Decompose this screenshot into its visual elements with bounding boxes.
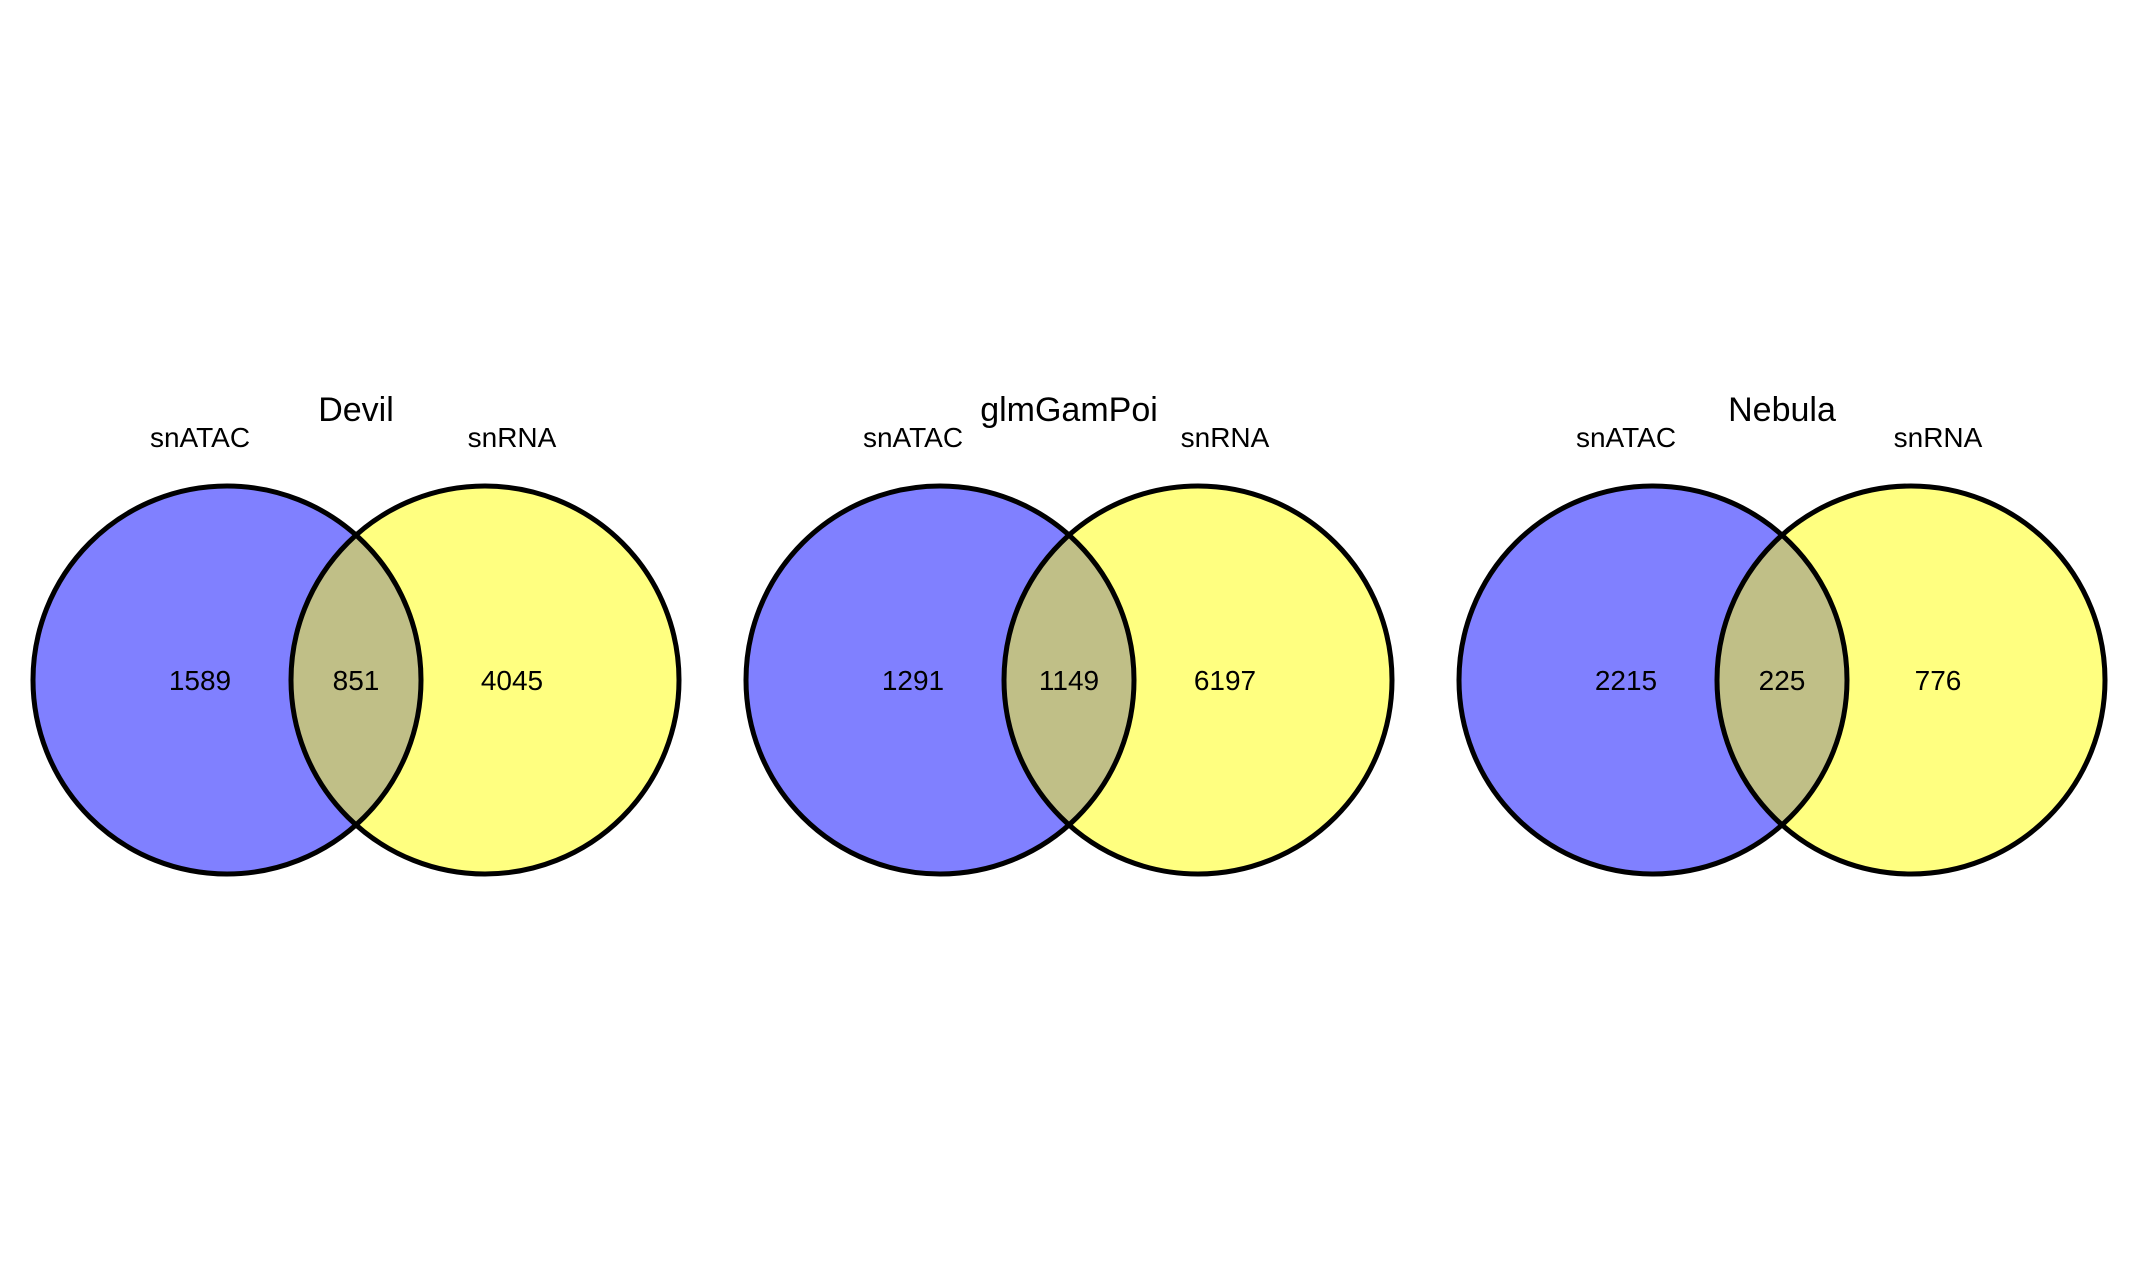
venn-left-outline xyxy=(30,483,424,877)
venn-right-outline xyxy=(1714,483,2108,877)
venn-left-outline xyxy=(1456,483,1850,877)
venn-left-set-label: snATAC xyxy=(863,422,963,453)
venn-right-outline xyxy=(288,483,682,877)
venn-diagram-devil: Devil snATAC snRNA 1589 851 4045 xyxy=(30,391,682,877)
venn-overlap-region xyxy=(1717,486,1847,874)
venn-title: glmGamPoi xyxy=(980,391,1158,429)
venn-left-set-label: snATAC xyxy=(1576,422,1676,453)
venn-overlap-region xyxy=(291,486,421,874)
venn-overlap-count: 225 xyxy=(1759,665,1806,696)
venn-right-set-label: snRNA xyxy=(1181,422,1270,453)
venn-right-outline xyxy=(1001,483,1395,877)
venn-right-set-label: snRNA xyxy=(468,422,557,453)
venn-overlap-count: 851 xyxy=(333,665,380,696)
venn-overlap-region xyxy=(1004,486,1134,874)
venn-diagram-nebula: Nebula snATAC snRNA 2215 225 776 xyxy=(1456,391,2108,877)
venn-left-only-count: 1589 xyxy=(169,665,231,696)
venn-right-only-count: 776 xyxy=(1915,665,1962,696)
venn-title: Nebula xyxy=(1728,391,1836,429)
venn-left-only-count: 1291 xyxy=(882,665,944,696)
venn-diagram-glmgampoi: glmGamPoi snATAC snRNA 1291 1149 6197 xyxy=(743,391,1395,877)
venn-title: Devil xyxy=(318,391,394,429)
venn-left-only-count: 2215 xyxy=(1595,665,1657,696)
venn-right-set-label: snRNA xyxy=(1894,422,1983,453)
venn-overlap-count: 1149 xyxy=(1039,665,1099,696)
venn-right-only-count: 4045 xyxy=(481,665,543,696)
venn-left-set-label: snATAC xyxy=(150,422,250,453)
venn-right-only-count: 6197 xyxy=(1194,665,1256,696)
venn-left-outline xyxy=(743,483,1137,877)
